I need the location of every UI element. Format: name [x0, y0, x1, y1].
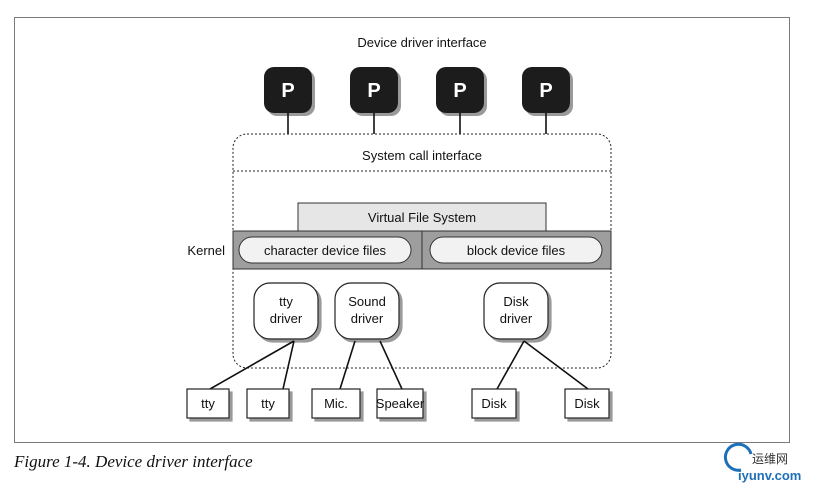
svg-text:Sound: Sound: [348, 294, 386, 309]
device-tty-1: tty: [186, 388, 230, 419]
figure-caption: Figure 1-4. Device driver interface: [14, 452, 253, 471]
process-label: P: [367, 80, 380, 102]
watermark-logo-icon: [723, 442, 753, 472]
disk-driver: Disk driver: [483, 282, 549, 340]
driver-device-connectors: [209, 340, 589, 390]
device-speaker: Speaker: [376, 388, 425, 419]
svg-text:tty: tty: [261, 396, 275, 411]
syscall-interface-label: System call interface: [362, 148, 482, 163]
device-tty-2: tty: [246, 388, 290, 419]
tty-driver: tty driver: [253, 282, 319, 340]
svg-text:Disk: Disk: [503, 294, 529, 309]
svg-text:Disk: Disk: [481, 396, 507, 411]
svg-text:block device files: block device files: [467, 243, 566, 258]
vfs-label: Virtual File System: [368, 210, 476, 225]
device-disk-2: Disk: [564, 388, 610, 419]
watermark-url: iyunv.com: [738, 468, 802, 483]
sound-driver: Sound driver: [334, 282, 400, 340]
process-label: P: [281, 80, 294, 102]
svg-text:driver: driver: [270, 311, 303, 326]
diagram-title: Device driver interface: [357, 35, 486, 50]
process-label: P: [539, 80, 552, 102]
device-disk-1: Disk: [471, 388, 517, 419]
process-4: P: [522, 67, 570, 113]
process-3: P: [436, 67, 484, 113]
svg-text:Speaker: Speaker: [376, 396, 425, 411]
watermark-text: 运维网: [752, 452, 789, 466]
process-2: P: [350, 67, 398, 113]
svg-text:tty: tty: [279, 294, 293, 309]
svg-text:Mic.: Mic.: [324, 396, 348, 411]
process-connectors: [287, 113, 547, 134]
svg-text:driver: driver: [500, 311, 533, 326]
svg-text:driver: driver: [351, 311, 384, 326]
svg-text:Disk: Disk: [574, 396, 600, 411]
vfs-box: [297, 202, 547, 232]
device-mic: Mic.: [311, 388, 361, 419]
process-1: P: [264, 67, 312, 113]
character-device-files: character device files: [238, 236, 412, 264]
kernel-label: Kernel: [187, 243, 225, 258]
svg-text:tty: tty: [201, 396, 215, 411]
block-device-files: block device files: [429, 236, 603, 264]
svg-text:character device files: character device files: [264, 243, 387, 258]
process-label: P: [453, 80, 466, 102]
